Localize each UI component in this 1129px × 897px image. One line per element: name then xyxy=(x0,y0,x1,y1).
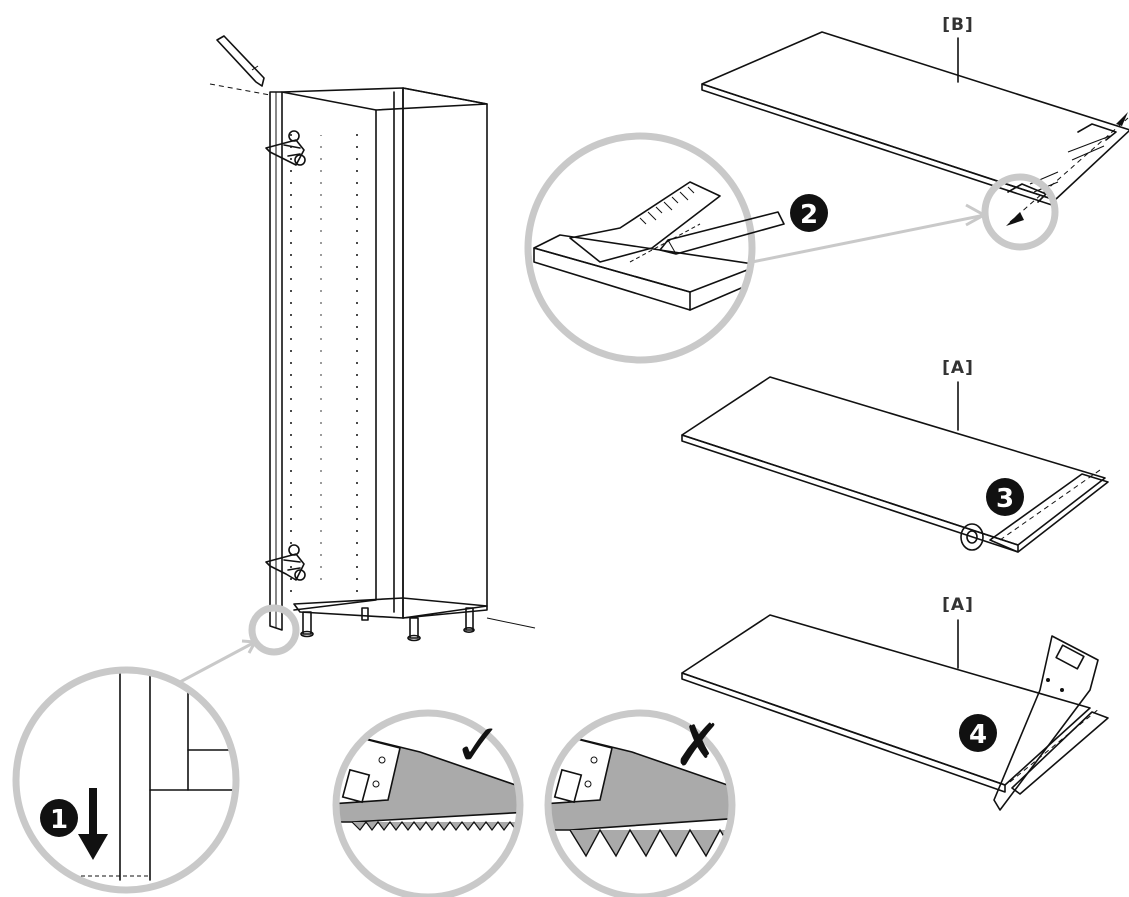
cabinet-side-panel xyxy=(402,87,488,619)
shelf-pin-holes-back xyxy=(352,125,358,595)
step-badge-1: 1 xyxy=(40,799,78,837)
check-mark-icon: ✓ xyxy=(454,711,503,779)
pencil-icon xyxy=(209,35,271,96)
shelf-pin-holes-front xyxy=(288,125,296,595)
cross-mark-icon: ✗ xyxy=(674,711,723,779)
handsaw-icon xyxy=(993,635,1099,811)
step-badge-3: 3 xyxy=(986,478,1024,516)
detail-circle-step-2: 2 xyxy=(524,132,828,364)
step-number-4: 4 xyxy=(969,720,987,750)
step-badge-4: 4 xyxy=(959,714,997,752)
cabinet-top xyxy=(281,87,488,111)
pencil-icon-detail xyxy=(659,211,785,255)
tape-roll-icon xyxy=(960,523,984,551)
label-board-a-upper: [A] xyxy=(942,358,974,378)
hinge-bottom xyxy=(265,544,306,581)
tall-cabinet xyxy=(179,35,536,684)
detail-saw-correct: ✓ xyxy=(332,709,524,897)
board-a-sawing: [A] 4 xyxy=(681,595,1109,811)
step-number-3: 3 xyxy=(996,484,1014,514)
detail-callout-marker xyxy=(248,604,300,656)
detail-circle-step-1: 1 xyxy=(12,666,240,894)
cabinet-legs xyxy=(300,607,475,642)
down-arrow-icon xyxy=(78,788,108,860)
step-number-1: 1 xyxy=(50,805,68,835)
detail-saw-incorrect: ✗ xyxy=(544,709,736,897)
cabinet-door xyxy=(269,91,283,631)
label-board-a-lower: [A] xyxy=(942,595,974,615)
hinge-top xyxy=(265,130,306,166)
board-a-taping: [A] 3 xyxy=(681,358,1109,553)
step-number-2: 2 xyxy=(800,200,818,230)
step-badge-2: 2 xyxy=(790,194,828,232)
label-board-b: [B] xyxy=(942,15,974,35)
board-b: [B] xyxy=(701,15,1129,264)
